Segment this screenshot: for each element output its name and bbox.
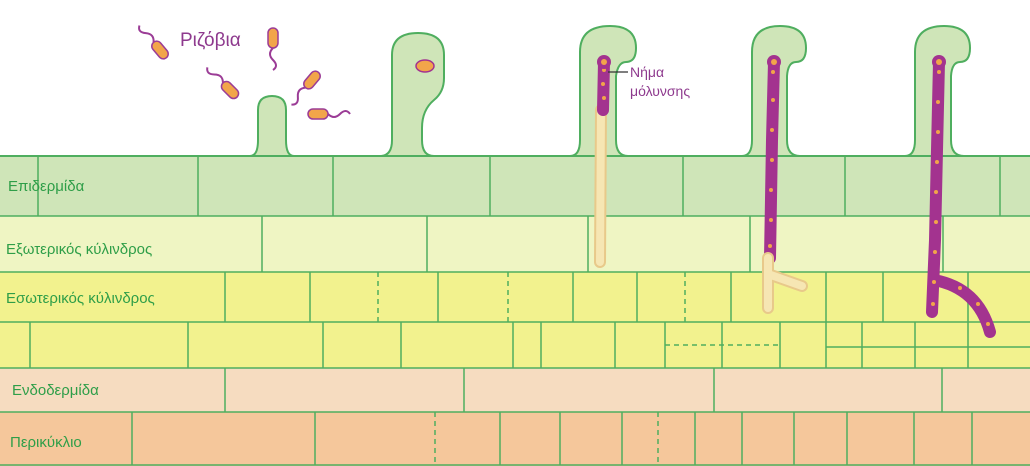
thread-tip-bacterium <box>601 59 607 65</box>
thread-dot <box>934 190 938 194</box>
pericycle-layer <box>0 412 1030 466</box>
bacterium-body <box>268 28 278 48</box>
flagellum <box>328 111 350 117</box>
thread-dot <box>936 130 940 134</box>
flagellum <box>205 65 225 85</box>
flagellum <box>289 86 308 107</box>
endodermis-label: Ενδοδερμίδα <box>12 382 99 399</box>
thread-dot <box>936 100 940 104</box>
epidermis-fill-patch <box>0 157 1030 215</box>
rhizobia-label: Ριζόβια <box>180 30 241 52</box>
outer-cortex-layer <box>0 216 1030 272</box>
thread-dot <box>931 302 935 306</box>
thread-dot <box>768 244 772 248</box>
root-hair-2 <box>380 33 444 156</box>
thread-dot <box>934 220 938 224</box>
thread-dot <box>932 280 936 284</box>
bacterium-body <box>302 69 323 91</box>
free-rhizobia <box>136 22 350 119</box>
endodermis-layer <box>0 368 1030 412</box>
outer-cortex-label: Εξωτερικός κύλινδρος <box>6 241 152 258</box>
thread-dot <box>986 322 990 326</box>
rhizobium-4 <box>288 69 323 108</box>
thread-dot <box>770 128 774 132</box>
pericycle-label: Περικύκλιο <box>10 434 82 451</box>
attached-bacterium <box>416 60 434 72</box>
rhizobium-2 <box>268 28 278 70</box>
inner-cortex-layer-2 <box>0 322 1030 368</box>
thread-dot <box>935 160 939 164</box>
thread-dot <box>769 188 773 192</box>
thread-dot <box>937 70 941 74</box>
epidermis-label: Επιδερμίδα <box>8 178 84 195</box>
infection-thread-label-line2: μόλυνσης <box>630 82 690 100</box>
thread-tip-bacterium <box>936 59 942 65</box>
thread-dot <box>771 98 775 102</box>
thread-dot <box>771 70 775 74</box>
thread-dot <box>602 96 606 100</box>
thread-dot <box>770 158 774 162</box>
thread-dot <box>601 82 605 86</box>
thread-dot <box>976 302 980 306</box>
infection-thread-beige-1-core <box>600 110 601 262</box>
bacterium-body <box>308 109 328 119</box>
thread-tip-bacterium <box>771 59 777 65</box>
rhizobium-1 <box>136 22 171 61</box>
infection-thread-label-line1: Νήμα <box>630 63 664 81</box>
flagellum <box>270 48 276 70</box>
inner-cortex-label: Εσωτερικός κύλινδρος <box>6 290 155 307</box>
thread-dot <box>933 250 937 254</box>
bacterium-body <box>150 39 171 61</box>
bacterium-body <box>219 79 240 100</box>
flagellum <box>137 24 156 45</box>
rhizobium-3 <box>204 64 241 101</box>
thread-dot <box>769 218 773 222</box>
rhizobium-5 <box>308 109 350 119</box>
thread-dot <box>958 286 962 290</box>
